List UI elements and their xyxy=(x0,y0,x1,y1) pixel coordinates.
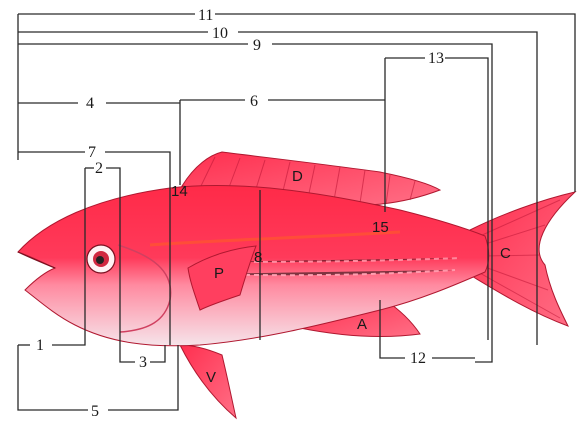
label-15: 15 xyxy=(372,219,389,236)
label-1: 1 xyxy=(36,337,44,354)
label-13: 13 xyxy=(428,50,444,67)
label-3: 3 xyxy=(139,354,147,371)
label-12: 12 xyxy=(410,350,426,367)
label-5: 5 xyxy=(91,403,99,420)
eye xyxy=(87,245,115,273)
fin-label-anal: A xyxy=(357,316,367,333)
fin-label-pectoral: P xyxy=(214,265,224,282)
fin-label-dorsal: D xyxy=(292,168,303,185)
label-14: 14 xyxy=(171,183,188,200)
label-9: 9 xyxy=(253,37,261,54)
label-2: 2 xyxy=(95,160,103,177)
fin-label-caudal: C xyxy=(500,245,511,262)
label-4: 4 xyxy=(86,95,94,112)
label-7: 7 xyxy=(88,144,96,161)
label-8: 8 xyxy=(254,249,262,266)
label-10: 10 xyxy=(212,25,228,42)
fin-label-ventral: V xyxy=(206,369,216,386)
label-11: 11 xyxy=(198,7,213,24)
label-6: 6 xyxy=(250,93,258,110)
